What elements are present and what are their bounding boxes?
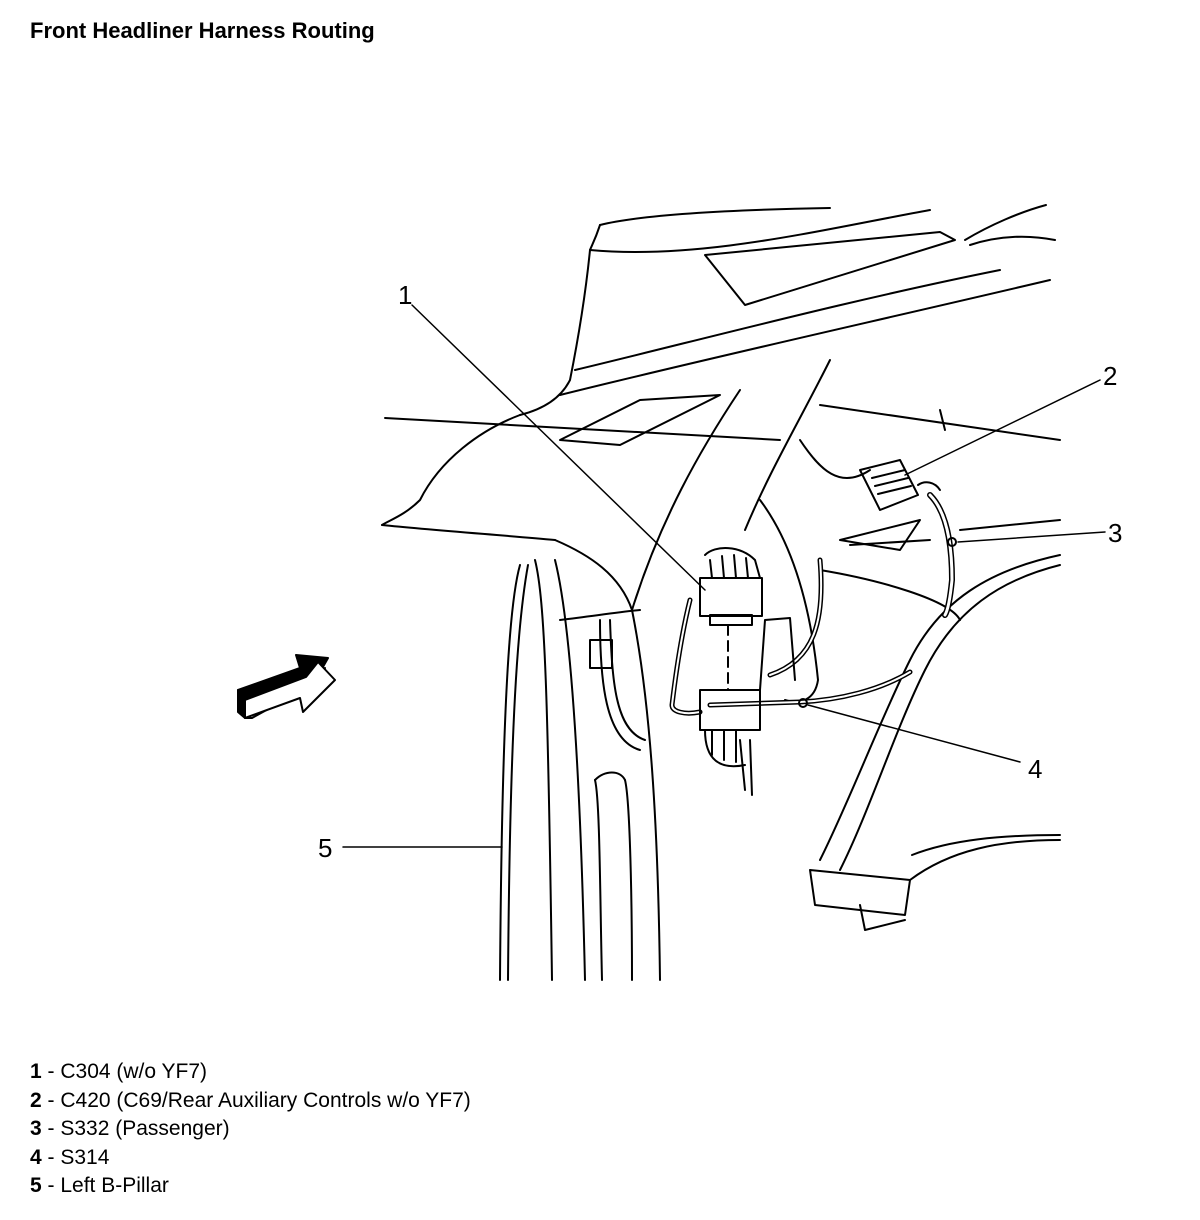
- harness-routing-illustration: 1 2 3 4 5: [237, 204, 1122, 981]
- headliner-panel: [381, 204, 1056, 541]
- leader-line-4: [807, 704, 1021, 763]
- callout-5: 5: [318, 833, 332, 863]
- legend-number: 2: [30, 1088, 42, 1112]
- splice-s332: [947, 537, 957, 547]
- b-pillar: [499, 359, 831, 981]
- legend-number: 1: [30, 1060, 42, 1083]
- callout-2: 2: [1103, 361, 1117, 391]
- leader-line-2: [904, 379, 1101, 476]
- legend-separator: -: [41, 1060, 61, 1083]
- callout-1: 1: [398, 280, 412, 310]
- leader-line-1: [411, 304, 706, 591]
- splice-s314: [798, 698, 808, 708]
- legend-text: Left B-Pillar: [60, 1174, 169, 1197]
- legend-separator: -: [41, 1174, 61, 1197]
- legend-number: 5: [30, 1174, 42, 1197]
- legend-item: 2 - C420 (C69/Rear Auxiliary Controls w/…: [30, 1087, 471, 1116]
- legend-number: 4: [30, 1145, 42, 1169]
- legend-separator: -: [41, 1145, 61, 1169]
- legend-separator: -: [41, 1088, 61, 1112]
- legend-text: C304 (w/o YF7): [60, 1060, 208, 1083]
- connector-c420: [859, 459, 941, 511]
- legend-separator: -: [41, 1117, 61, 1140]
- legend-item: 4 - S314: [30, 1144, 471, 1173]
- door-frame: [759, 404, 1061, 931]
- forward-direction-arrow-icon: [237, 654, 336, 719]
- legend-item: 1 - C304 (w/o YF7): [30, 1058, 471, 1087]
- legend: 1 - C304 (w/o YF7) 2 - C420 (C69/Rear Au…: [30, 1058, 471, 1201]
- callout-4: 4: [1028, 754, 1042, 784]
- legend-number: 3: [30, 1117, 42, 1140]
- legend-text: S332 (Passenger): [60, 1117, 230, 1140]
- legend-item: 3 - S332 (Passenger): [30, 1115, 471, 1144]
- legend-text: C420 (C69/Rear Auxiliary Controls w/o YF…: [60, 1088, 471, 1112]
- legend-text: S314: [60, 1145, 110, 1169]
- leader-line-3: [957, 531, 1106, 543]
- diagram-title: Front Headliner Harness Routing: [30, 18, 375, 43]
- connector-c304: [699, 547, 763, 691]
- connector-c304-mating: [699, 689, 761, 768]
- wiring-harness: [669, 492, 955, 796]
- legend-item: 5 - Left B-Pillar: [30, 1172, 471, 1201]
- callout-3: 3: [1108, 518, 1122, 548]
